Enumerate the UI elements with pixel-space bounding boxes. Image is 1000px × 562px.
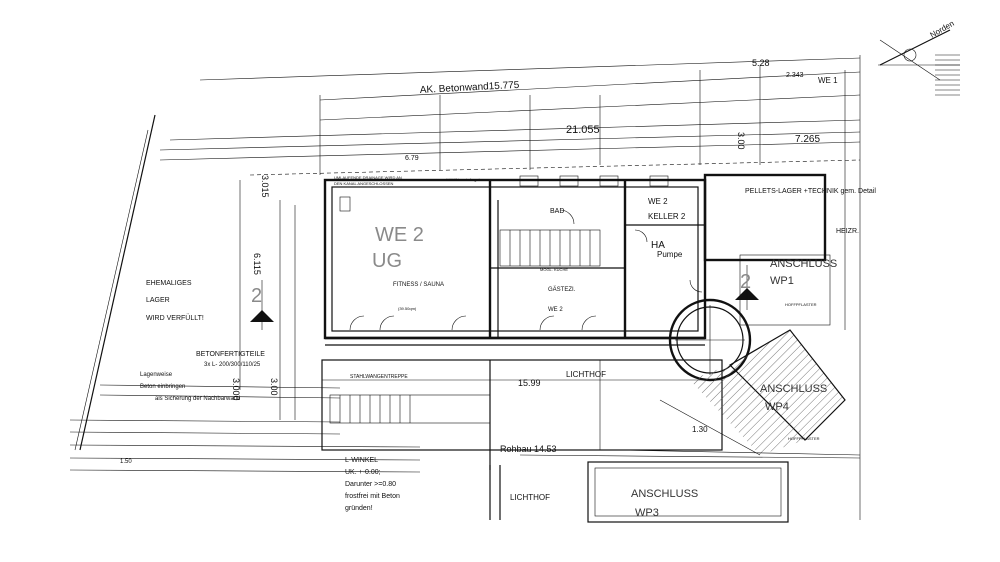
- note-lagen-3: als Sicherung der Nachbarwand: [155, 396, 240, 402]
- north-arrow-icon: Norden: [878, 19, 960, 96]
- dim-7265: 7.265: [795, 134, 820, 145]
- dim-21055: 21.055: [566, 124, 600, 136]
- dimension-ticks: [239, 65, 761, 420]
- room-fitness: FITNESS / SAUNA: [393, 282, 444, 288]
- dim-300b: 3.00: [269, 378, 279, 396]
- note-hoffpflaster-2: HOFFPFLASTER: [788, 436, 820, 441]
- note-kamin: KAMIN nach Angabe: [446, 177, 484, 182]
- stair-middle: [499, 229, 601, 267]
- dim-300a: 3.00: [736, 132, 746, 150]
- note-ehem-2: LAGER: [146, 297, 170, 304]
- note-ehem-3: WIRD VERFÜLLT!: [146, 314, 204, 322]
- note-lwinkel-4: frostfrei mit Beton: [345, 493, 400, 500]
- room-we2: WE 2: [375, 224, 424, 246]
- note-lwinkel-1: L-WINKEL: [345, 457, 378, 464]
- dim-150: 1.50: [120, 459, 132, 465]
- anschluss-wp1-a: ANSCHLUSS: [770, 258, 837, 270]
- dim-betonwand: AK. Betonwand15.775: [420, 80, 520, 96]
- anschluss-wp4-a: ANSCHLUSS: [760, 383, 827, 395]
- section-markers: [250, 265, 759, 330]
- note-lwinkel-3: Darunter >=0.80: [345, 481, 396, 488]
- note-lagen-2: Beton einbringen: [140, 384, 185, 390]
- anschluss-labels: ANSCHLUSS WP1 ANSCHLUSS WP4 ANSCHLUSS WP…: [631, 258, 837, 519]
- room-gaeste-sub: WE 2: [548, 307, 563, 313]
- dimension-labels: AK. Betonwand15.775 5.28 2.343 21.055 7.…: [120, 58, 820, 465]
- room-kueche: MÖGL. KÜCHE: [540, 267, 568, 272]
- note-lwinkel-2: UK. +-0.00;: [345, 469, 381, 476]
- note-ehem-1: EHEMALIGES: [146, 280, 192, 287]
- norden-label: Norden: [929, 19, 956, 40]
- anschluss-wp4-b: WP4: [765, 401, 789, 413]
- note-drainage-1: UMLAUFENDE DRAINAGE WIRD AN: [334, 175, 402, 180]
- room-bad: BAD: [550, 208, 564, 215]
- note-heizr: HEIZR.: [836, 228, 859, 235]
- room-stahltreppe: STAHLWANGENTREPPE: [350, 374, 408, 380]
- note-lagen-1: Lagenweise: [140, 372, 173, 378]
- anschluss-wp3-b: WP3: [635, 507, 659, 519]
- room-lichthof-2: LICHTHOF: [510, 493, 550, 502]
- anschluss-wp1-b: WP1: [770, 275, 794, 287]
- note-hoffpflaster-1: HOFFPFLASTER: [785, 302, 817, 307]
- annotation-notes: EHEMALIGES LAGER WIRD VERFÜLLT! BETONFER…: [140, 76, 859, 512]
- dim-3015: 3.015: [260, 175, 270, 198]
- site-boundary-lines: [69, 55, 861, 520]
- dim-rohbau: Rohbau 14.53: [500, 444, 557, 454]
- note-beton-1: BETONFERTIGTEILE: [196, 351, 265, 358]
- room-ug: UG: [372, 250, 402, 272]
- dim-679: 6.79: [405, 155, 419, 162]
- door-arcs: [339, 175, 703, 331]
- dim-130: 1.30: [692, 425, 708, 434]
- dim-3000: 3.000: [231, 378, 241, 401]
- building-walls: [323, 173, 827, 346]
- note-we1: WE 1: [818, 76, 838, 85]
- note-drainage-2: DEN KANAL ANGESCHLOSSEN: [334, 181, 394, 186]
- section-number-right: 2: [740, 271, 751, 293]
- anschluss-wp3-a: ANSCHLUSS: [631, 488, 698, 500]
- room-keller: KELLER 2: [648, 212, 686, 221]
- room-fitness-area: (39.50qm): [398, 306, 417, 311]
- dim-2343: 2.343: [786, 72, 804, 79]
- note-beton-2: 3x L- 200/300/110/25: [204, 362, 261, 368]
- note-lwinkel-5: gründen!: [345, 505, 373, 512]
- stair-lower: [321, 359, 723, 470]
- room-lichthof-1: LICHTHOF: [566, 370, 606, 379]
- section-number-left: 2: [251, 285, 262, 307]
- room-labels: WE 2 UG FITNESS / SAUNA (39.50qm) BAD GÄ…: [350, 188, 876, 502]
- room-gaeste: GÄSTEZI.: [548, 286, 576, 293]
- room-ha: HA: [651, 240, 665, 251]
- dim-528: 5.28: [752, 58, 770, 68]
- lower-structures: [489, 449, 861, 523]
- dim-6115: 6.115: [252, 253, 262, 275]
- room-we2b: WE 2: [648, 197, 668, 206]
- room-pellets: PELLETS-LAGER +TECHNIK gem. Detail: [745, 188, 876, 195]
- room-pumpe: Pumpe: [657, 250, 683, 259]
- dim-1599: 15.99: [518, 378, 541, 388]
- lightwell-wedge: [659, 254, 846, 456]
